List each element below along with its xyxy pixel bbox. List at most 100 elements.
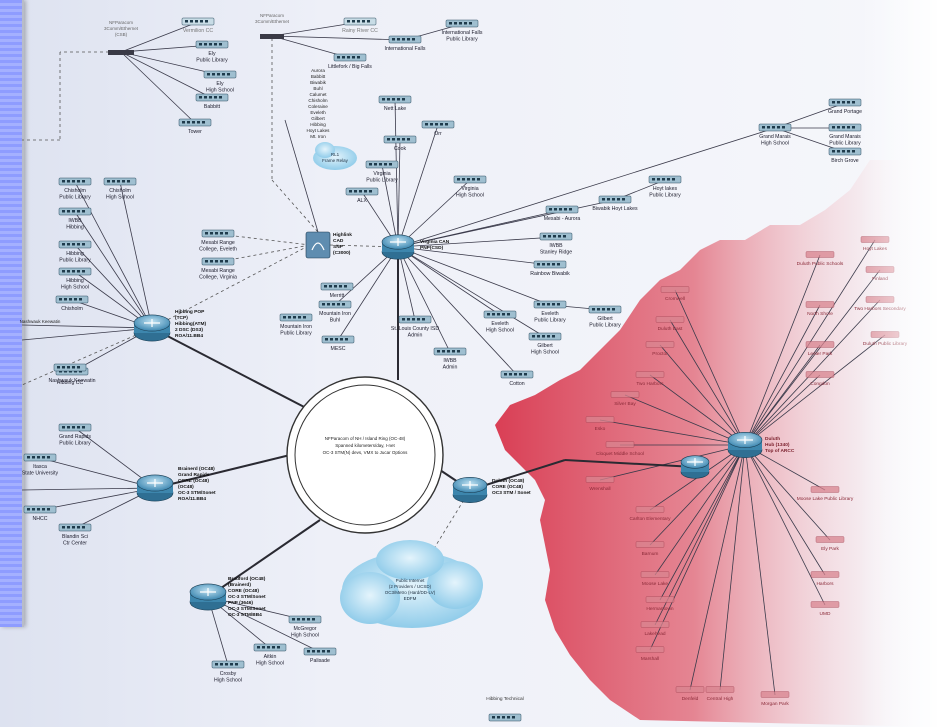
node-crosby [211, 660, 245, 669]
red-region-device [660, 286, 690, 293]
red-region-device [635, 646, 665, 653]
town-name: Aurora [311, 68, 325, 73]
red-region-label: Ely Park [821, 546, 839, 552]
bradford-hub-line: Bradford (OC48) [228, 576, 266, 582]
hibbing-hub-line: Hibbing(ATM) [175, 321, 206, 327]
node-cook [383, 135, 417, 144]
red-region-device [805, 341, 835, 348]
brainerd-hub-line: CORE (OC48) [178, 478, 209, 484]
red-region-label: UMD [820, 611, 831, 617]
node-iwbb-admin-label: IWBB [443, 358, 457, 364]
duluth-red-hub-line: Duluth [765, 436, 780, 442]
side-window-edge [0, 0, 24, 627]
red-region-device [805, 371, 835, 378]
node-itasca-label: Itasca [33, 464, 47, 470]
duluth-red-router [727, 432, 763, 458]
node-intl-falls-lib [445, 19, 479, 28]
red-region-label: Central High [707, 696, 734, 702]
red-region-label: Carlton Elementary [629, 516, 671, 522]
node-birch-grove [828, 147, 862, 156]
node-blandin-label: Ctr Center [63, 541, 87, 547]
node-birch-grove-label: Birch Grove [831, 158, 859, 164]
internet-cloud: Public Internet (2 Providers / UCSD) OC3… [340, 540, 483, 628]
bradford-hub-line: OC-3 STM/Sonet [228, 594, 266, 600]
red-region-device [605, 441, 635, 448]
node-gilbert-lib-label: Gilbert [597, 316, 613, 322]
red-region-label: Duluth Public Schools [797, 261, 844, 267]
red-region-label: Cromwell [665, 296, 685, 302]
node-iwbb-ridge-label: Stanley Ridge [540, 250, 572, 256]
town-name: Babbitt [311, 74, 326, 79]
node-slc-admin [398, 315, 432, 324]
red-region-label: Silver Bay [614, 401, 636, 407]
virginia-hub-line: Virginia CAN [420, 239, 450, 245]
bradford-hub-line: CORE (OC48) [228, 588, 259, 594]
node-hibbing-high-label: High School [61, 285, 89, 291]
node-mcgregor-label: High School [291, 633, 319, 639]
node-rainy-river [343, 17, 377, 26]
bradford-hub-line: OC-3 STM/BB4 [228, 612, 262, 618]
frame-relay-label-2: Frame Relay [322, 158, 349, 163]
node-aitkin [253, 643, 287, 652]
node-orr-label: Orr [434, 131, 442, 137]
red-region-label: Marshall [641, 656, 659, 662]
ring-label-2: Spanned kilometers/day, I-net [335, 443, 395, 448]
red-region-label: Proctor [652, 351, 668, 357]
highlink-hub-line: SNP [333, 244, 344, 250]
node-chisholm-lib-label: Chisholm [64, 188, 86, 194]
node-rainbow [533, 260, 567, 269]
red-region-device [705, 686, 735, 693]
red-region-device [640, 571, 670, 578]
node-eveleth-high-label: Eveleth [491, 321, 508, 327]
node-chisholm-high [103, 177, 137, 186]
node-iwbb-admin [433, 347, 467, 356]
red-region-label: Morgan Park [761, 701, 789, 707]
duluth-red-hub-line: Hub (1340) [765, 442, 790, 448]
hibbing-hub-line: ROA/11.BB4 [175, 333, 203, 339]
node-tower-label: Tower [188, 129, 202, 135]
duluth-core-hub-line: CORE (OC48) [492, 484, 523, 490]
red-region-device [805, 301, 835, 308]
node-iwbb-ridge-label: IWBB [549, 243, 563, 249]
cloud-label-4: EDFM [404, 596, 417, 601]
node-mtn-iron-buhl-label: Buhl [330, 318, 340, 324]
node-eveleth-high [483, 310, 517, 319]
top-switch-mid-line: 3Comm/Ethernet [255, 19, 290, 24]
red-region-label: Esko [595, 426, 606, 432]
ring-label-1: NFParacom of NH / Island Ring (OC-48) [325, 436, 406, 441]
node-intl-falls-label: International Falls [385, 46, 426, 52]
red-region-label: Cloquet Middle School [596, 451, 644, 457]
node-chisholm-lib-label: Public Library [59, 195, 91, 201]
duluth-core-hub-line: OC3 STM / Sonet [492, 490, 531, 496]
node-merritt-label: Merritt [330, 293, 345, 299]
node-mesabi-eveleth [201, 229, 235, 238]
node-blandin [58, 523, 92, 532]
node-mtn-iron-lib-label: Mountain Iron [280, 324, 312, 330]
node-ely-high-label: Ely [216, 81, 224, 87]
node-alx-label: ALX [357, 198, 367, 204]
node-hibbing-cc [53, 363, 87, 372]
node-nashwauk-label: Nashwauk Keewatin [48, 378, 95, 384]
node-intl-falls-lib-label: Public Library [446, 37, 478, 43]
right-fade [860, 0, 937, 727]
red-region-label: Hermantown [646, 606, 674, 612]
node-rainbow-label: Rainbow Biwabik [530, 271, 570, 277]
red-region-label: Moose Lake [642, 581, 668, 587]
node-grand-marais-lib-label: Grand Marais [829, 134, 861, 140]
red-region-label: Barnum [642, 551, 659, 557]
red-region-device [585, 416, 615, 423]
node-vermilion-cc [181, 17, 215, 26]
town-name: Coleraine [308, 104, 328, 109]
node-palisade [303, 647, 337, 656]
red-region-label: Two Harbors [636, 381, 664, 387]
red-region-device [760, 691, 790, 698]
node-gilbert-lib-label: Public Library [589, 323, 621, 329]
top-switch-left-line: NFParacom [109, 20, 133, 25]
node-chisholm-cc-label: Chisholm [61, 306, 83, 312]
node-mtn-iron-buhl-label: Mountain Iron [319, 311, 351, 317]
highlink-hub-line: (C3000) [333, 250, 351, 256]
red-region-device [810, 601, 840, 608]
node-vermilion-cc-label: Vermilion CC [183, 28, 214, 34]
red-region-label: Denfeld [682, 696, 699, 702]
